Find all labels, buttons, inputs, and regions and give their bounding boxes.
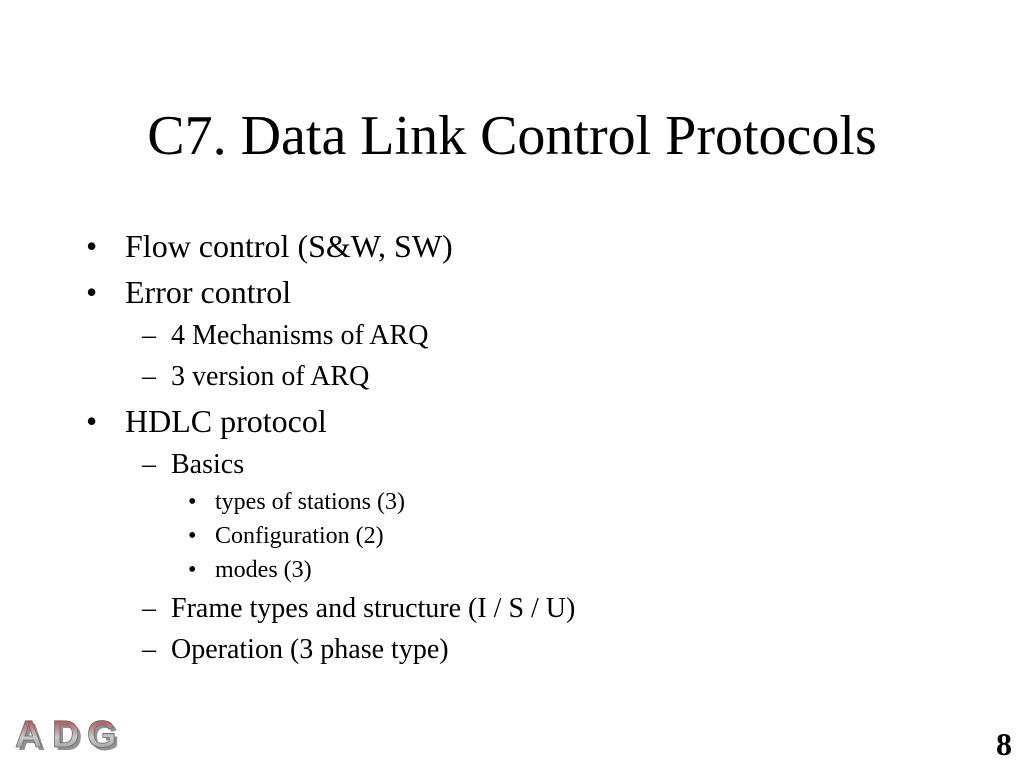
sub-sub-item-text: Configuration (2) xyxy=(215,523,384,549)
sub-item-text: Frame types and structure (I / S / U) xyxy=(171,593,576,624)
sub-item-text: 3 version of ARQ xyxy=(171,361,370,392)
bullet-text: Error control xyxy=(125,274,292,310)
logo-letter-a: A xyxy=(15,714,42,756)
dash-marker: – xyxy=(142,449,156,480)
dash-marker: – xyxy=(142,634,156,665)
adg-logo: A D G A D G xyxy=(15,714,120,758)
logo-letter-g: G xyxy=(87,714,117,756)
sub-sub-item-text: types of stations (3) xyxy=(215,489,405,515)
sub-item-text: 4 Mechanisms of ARQ xyxy=(171,320,429,351)
bullet-marker: • xyxy=(188,523,197,549)
logo-letter-shadow: G xyxy=(90,717,120,758)
bullet-marker: • xyxy=(188,557,197,583)
bullet-marker: • xyxy=(86,274,98,310)
bullet-list: • Flow control (S&W, SW) • Error control… xyxy=(86,228,576,665)
bullet-text: Flow control (S&W, SW) xyxy=(125,228,453,264)
page-number: 8 xyxy=(996,726,1012,762)
dash-marker: – xyxy=(142,593,156,624)
bullet-text: HDLC protocol xyxy=(125,403,327,439)
sub-item-text: Basics xyxy=(171,449,245,480)
bullet-marker: • xyxy=(86,403,98,439)
logo-letter-shadow: A xyxy=(18,717,45,758)
dash-marker: – xyxy=(142,361,156,392)
logo-letter-shadow: D xyxy=(55,717,82,758)
sub-sub-item-text: modes (3) xyxy=(215,557,312,583)
sub-item-text: Operation (3 phase type) xyxy=(171,634,449,665)
bullet-marker: • xyxy=(86,228,98,264)
logo-letter-d: D xyxy=(52,714,79,756)
bullet-marker: • xyxy=(188,489,197,515)
slide-title: C7. Data Link Control Protocols xyxy=(147,105,877,167)
dash-marker: – xyxy=(142,320,156,351)
